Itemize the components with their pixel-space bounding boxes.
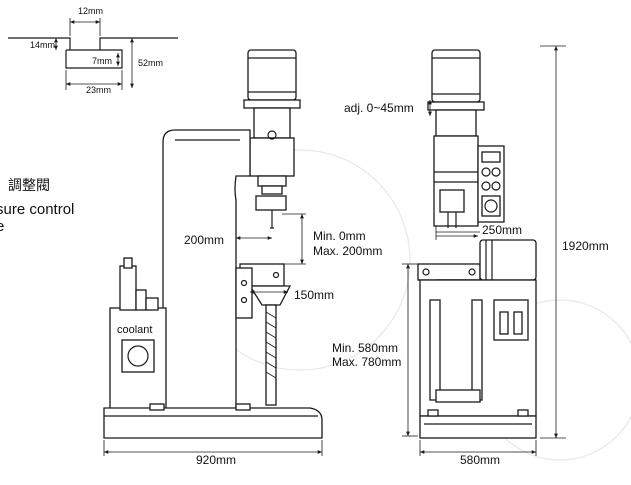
side-view-machine: coolant: [103, 49, 323, 439]
stroke-min-label: Min. 0mm: [313, 229, 366, 243]
slot-total-height: 52mm: [138, 58, 163, 68]
pressure-control-label: sure control: [0, 201, 74, 218]
t-slot-detail: 12mm 14mm 7mm 23mm 52mm: [8, 6, 178, 95]
slot-bottom-width: 23mm: [86, 85, 111, 95]
cjk-valve-label: 調整閥: [8, 177, 50, 193]
table-height-min-label: Min. 580mm: [332, 341, 398, 355]
pressure-control-label-2: e: [0, 218, 4, 235]
table-width-label: 150mm: [294, 288, 334, 302]
throat-depth-label: 200mm: [184, 233, 224, 247]
side-base-width-label: 920mm: [196, 453, 236, 467]
front-view-machine: [417, 49, 537, 439]
slot-depth: 7mm: [92, 56, 112, 66]
stroke-max-label: Max. 200mm: [313, 244, 382, 258]
front-view-dimensions: adj. 0~45mm 250mm Min. 580mm Max. 780mm …: [332, 45, 609, 467]
adjust-range-label: adj. 0~45mm: [344, 101, 414, 115]
front-base-width-label: 580mm: [460, 453, 500, 467]
coolant-label: coolant: [117, 324, 152, 336]
table-height-max-label: Max. 780mm: [332, 355, 401, 369]
overall-height-label: 1920mm: [562, 239, 609, 253]
slot-top-width: 12mm: [78, 6, 103, 16]
side-view-dimensions: 200mm Min. 0mm Max. 200mm 150mm 920mm: [103, 213, 382, 467]
spindle-offset-label: 250mm: [482, 223, 522, 237]
slot-step-depth: 14mm: [30, 40, 55, 50]
side-notes: 調整閥 sure control e: [0, 177, 74, 235]
